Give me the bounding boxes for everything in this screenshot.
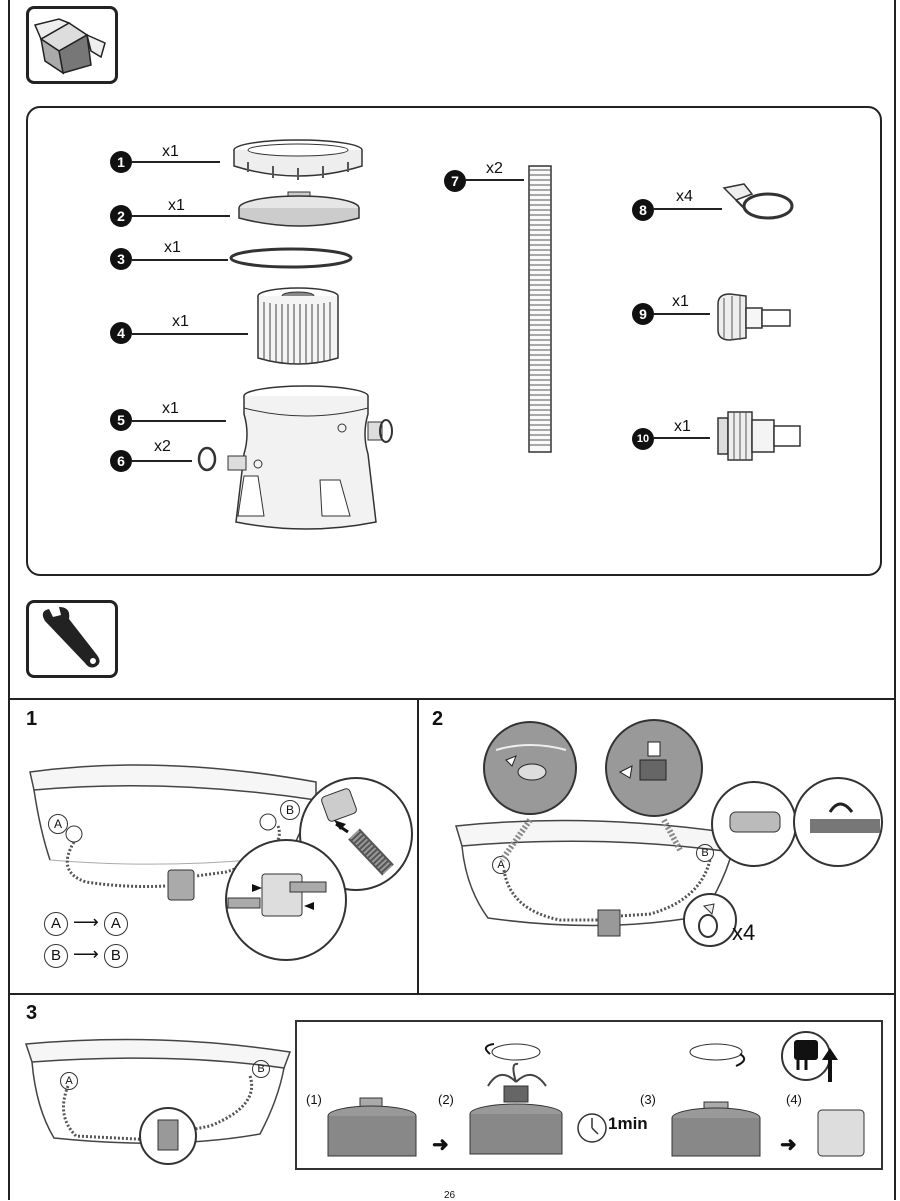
sequence-arrow-icon: ➜ [780, 1134, 797, 1156]
part-badge-9: 9 [632, 303, 654, 325]
substep-3-label: (3) [640, 1092, 656, 1107]
pump-connect-detail [225, 839, 347, 961]
part-badge-3: 3 [110, 248, 132, 270]
wait-duration-label: 1min [608, 1114, 648, 1133]
substep-4-label: (4) [786, 1092, 802, 1107]
outlet-b-marker: B [280, 800, 300, 820]
inlet-detail [483, 721, 577, 815]
connection-map-b: B ⟶ B [44, 944, 128, 968]
part-badge-5: 5 [110, 409, 132, 431]
part-qty-9: x1 [672, 293, 689, 310]
gasket-ring-drawing [197, 446, 217, 472]
leader-line [132, 460, 192, 462]
substep-1-label: (1) [306, 1092, 322, 1107]
leader-line [132, 161, 220, 163]
substep-2-label: (2) [438, 1092, 454, 1107]
leader-line [654, 437, 710, 439]
map-a-from: A [44, 912, 68, 936]
outlet-b-marker: B [696, 844, 714, 862]
part-badge-7: 7 [444, 170, 466, 192]
adapter-drawing [717, 293, 791, 341]
arrow-icon: ⟶ [73, 912, 99, 932]
leader-line [132, 333, 248, 335]
page-frame-left [8, 0, 10, 1200]
part-qty-8: x4 [676, 188, 693, 205]
pump-housing-drawing [227, 385, 393, 530]
o-ring-drawing [229, 247, 353, 269]
plug-in-drawing [781, 1031, 865, 1157]
part-badge-8: 8 [632, 199, 654, 221]
hose-route-drawing [502, 859, 712, 937]
pump-lid-drawing [327, 1097, 417, 1157]
page-number: 26 [444, 1190, 456, 1201]
timer-clock-icon [577, 1113, 607, 1143]
valve-adapter-drawing [717, 411, 801, 461]
lid-drawing [238, 191, 360, 227]
part-qty-7: x2 [486, 160, 503, 177]
pump-zoom-circle [139, 1107, 197, 1165]
contents-icon-box [26, 6, 118, 84]
part-badge-10: 10 [632, 428, 654, 450]
part-badge-2: 2 [110, 205, 132, 227]
part-badge-6: 6 [110, 450, 132, 472]
part-qty-4: x1 [172, 313, 189, 330]
part-qty-10: x1 [674, 418, 691, 435]
clamp-count-circle [683, 893, 737, 947]
hose-clamp-drawing [722, 183, 794, 220]
pump-drawing [167, 869, 195, 901]
filter-cartridge-drawing [257, 287, 339, 365]
hose-route-drawing [62, 1075, 253, 1142]
map-a-to: A [103, 912, 128, 936]
outlet-detail [605, 719, 703, 817]
leader-line [654, 313, 710, 315]
part-qty-5: x1 [162, 400, 179, 417]
step-divider [417, 698, 419, 993]
part-qty-2: x1 [168, 197, 185, 214]
section-divider [8, 698, 896, 700]
step-2-number: 2 [432, 708, 444, 730]
startup-sequence-panel [295, 1020, 883, 1170]
part-badge-1: 1 [110, 151, 132, 173]
sequence-arrow-icon: ➜ [432, 1134, 449, 1156]
inlet-a-marker: A [48, 814, 68, 834]
assembly-icon-box [26, 600, 118, 678]
open-box-icon [33, 18, 106, 75]
pump-tighten-drawing [671, 1043, 761, 1157]
clamp-detail [711, 777, 883, 867]
connection-map-a: A ⟶ A [44, 912, 128, 936]
leader-line [132, 259, 228, 261]
wrench-icon [42, 607, 100, 668]
arrow-icon: ⟶ [73, 944, 99, 964]
clamp-count-label: x4 [732, 920, 756, 945]
hose-drawing [528, 165, 552, 453]
part-qty-1: x1 [162, 143, 179, 160]
beam-lines [499, 818, 683, 862]
part-badge-4: 4 [110, 322, 132, 344]
parts-list-panel [26, 106, 882, 576]
outlet-b-marker: B [252, 1060, 270, 1078]
leader-line [654, 208, 722, 210]
leader-line [132, 215, 230, 217]
step-1-number: 1 [26, 708, 38, 730]
step-3-number: 3 [26, 1002, 38, 1024]
section-divider [8, 993, 896, 995]
page-frame-right [894, 0, 896, 1200]
map-b-from: B [44, 944, 68, 968]
inlet-a-marker: A [492, 856, 510, 874]
part-qty-6: x2 [154, 438, 171, 455]
leader-line [132, 420, 226, 422]
hose-route-drawing [65, 813, 281, 888]
part-qty-3: x1 [164, 239, 181, 256]
ring-nut-drawing [233, 139, 363, 180]
map-b-to: B [103, 944, 128, 968]
leader-line [466, 179, 524, 181]
pump-venting-drawing [469, 1043, 563, 1155]
inlet-a-marker: A [60, 1072, 78, 1090]
